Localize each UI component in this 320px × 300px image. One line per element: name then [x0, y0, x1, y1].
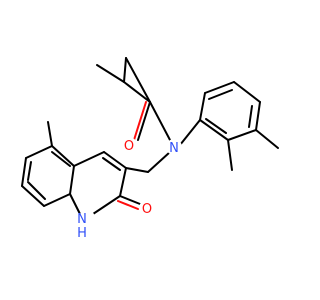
- quin-bond-c8a-c4a: [69, 165, 75, 195]
- bond-c3-c4: [125, 57, 151, 103]
- aryl-bond-4: [255, 101, 261, 131]
- bond-carbonyl-2: [133, 101, 147, 141]
- lactam-co-1: [119, 195, 141, 205]
- atom-h-ring: H: [77, 226, 87, 241]
- bond-n-aryl: [179, 119, 201, 146]
- benzo-inner-1: [51, 151, 71, 167]
- quin-bond-n1-c8a: [69, 193, 81, 215]
- structure-canvas: O N O N H: [21, 57, 279, 241]
- bond-carbonyl-1: [137, 101, 151, 141]
- atom-o-amide: O: [124, 139, 134, 154]
- methyl-aryl-ortho: [227, 139, 233, 171]
- bond-n-ch2: [147, 151, 171, 173]
- aryl-inner-1: [208, 89, 233, 100]
- quin-inner-c3-c4: [102, 157, 121, 171]
- quin-bond-c3-c2: [119, 167, 127, 197]
- atom-n-amide: N: [169, 141, 179, 156]
- aryl-bond-5: [227, 129, 257, 141]
- aryl-bond-1: [199, 92, 206, 121]
- benzo-bond-5: [43, 193, 71, 207]
- atom-n-ring: N: [77, 212, 87, 227]
- bond-chain-link: [123, 81, 151, 103]
- aryl-bond-3: [233, 81, 261, 103]
- benzo-bond-2: [25, 145, 53, 159]
- bond-c1-c2: [96, 64, 125, 83]
- quin-bond-c3-c4: [103, 151, 127, 169]
- atom-bg-o-lactam: [139, 200, 155, 216]
- quin-bond-c2-n1: [92, 195, 121, 215]
- aryl-inner-3: [205, 118, 227, 134]
- atom-bg-o-amide: [121, 137, 137, 153]
- benzo-bond-4: [21, 185, 45, 207]
- benzo-bond-1: [51, 145, 75, 167]
- aryl-bond-6: [199, 119, 229, 141]
- methyl-aryl-meta: [255, 129, 279, 149]
- benzo-inner-3: [27, 161, 32, 181]
- atom-bg-n-ring: [79, 210, 95, 226]
- aryl-bond-2: [204, 81, 235, 94]
- lactam-co-2: [117, 200, 139, 210]
- atom-bg-n-amide: [166, 139, 182, 155]
- bond-c2-c3: [123, 57, 127, 83]
- benzo-bond-3: [21, 157, 27, 187]
- aryl-inner-2: [248, 105, 253, 128]
- methyl-benzo: [47, 121, 53, 147]
- bond-amide-cn: [149, 101, 171, 141]
- benzo-inner-2: [27, 181, 46, 200]
- bond-ch2-ring: [125, 167, 149, 173]
- atom-o-lactam: O: [142, 202, 152, 217]
- quin-bond-c4a-c4: [73, 151, 105, 167]
